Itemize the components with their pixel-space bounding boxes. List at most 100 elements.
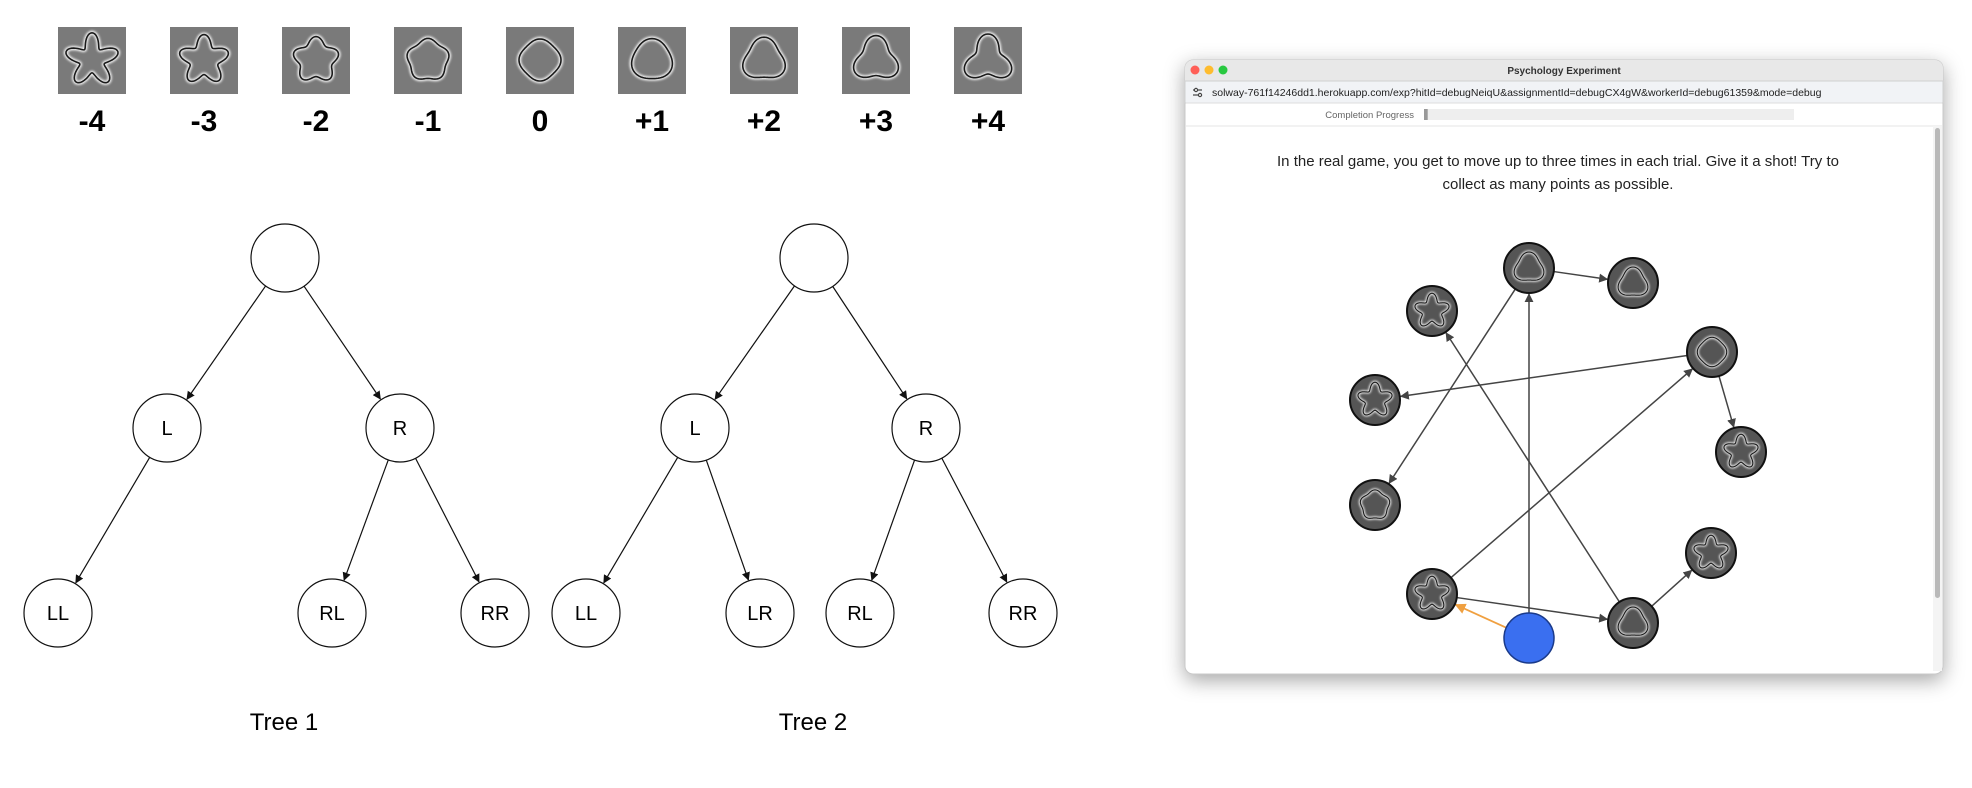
game-edge [1718, 375, 1736, 428]
game-node[interactable] [1685, 527, 1737, 579]
scale-item: +4 [954, 27, 1022, 138]
game-node[interactable] [1607, 597, 1659, 649]
node-shape-icon [1413, 574, 1451, 611]
tree-node-label: R [919, 418, 933, 440]
tree-edge-L-LR [705, 459, 750, 581]
tree-node-RR: RR [988, 578, 1058, 648]
game-node[interactable] [1349, 479, 1401, 531]
tree-node-label: RR [1009, 603, 1038, 625]
game-board [1349, 242, 1767, 664]
node-shape-icon [1358, 488, 1392, 520]
tree-edge-R-RR [941, 457, 1008, 583]
tree-node-label: R [393, 418, 407, 440]
game-edges [1388, 270, 1736, 629]
scale-label: +3 [859, 105, 893, 138]
game-node[interactable] [1406, 285, 1458, 337]
game-edge [1388, 288, 1517, 484]
scale-shape-icon [516, 36, 564, 84]
site-settings-icon[interactable] [1193, 87, 1203, 98]
game-edge [1456, 596, 1609, 623]
url-text[interactable]: solway-761f14246dd1.herokuapp.com/exp?hi… [1212, 87, 1822, 99]
tree-node-LL: LL [551, 578, 621, 648]
tree-node-LL: LL [23, 578, 93, 648]
close-window-button[interactable] [1190, 65, 1200, 75]
game-edge [1399, 354, 1688, 400]
tree-edge-L-LL [75, 456, 151, 584]
progress-label: Completion Progress [1325, 110, 1414, 121]
scale-item: -2 [282, 27, 350, 138]
tree-node-root [250, 223, 320, 293]
scale-label: -2 [303, 105, 330, 138]
tree-node-label: RR [481, 603, 510, 625]
progress-bar-fill [1424, 109, 1428, 120]
scale-label: +2 [747, 105, 781, 138]
game-node[interactable] [1607, 257, 1659, 309]
scale-label: -4 [79, 105, 106, 138]
scale-item: 0 [506, 27, 574, 138]
scale-shape-icon [629, 36, 675, 81]
instructions-text: In the real game, you get to move up to … [1277, 153, 1839, 193]
tree-node-label: L [689, 418, 700, 440]
game-edge [1651, 569, 1693, 607]
tree-edge-R-RR [414, 457, 480, 583]
scrollbar-thumb[interactable] [1935, 128, 1940, 598]
tree-node-L: L [132, 393, 202, 463]
tree-node-R: R [365, 393, 435, 463]
window-title: Psychology Experiment [1507, 66, 1621, 77]
player-node[interactable] [1503, 612, 1555, 664]
browser-window: Psychology Experiment solway-761f14246dd… [1184, 59, 1944, 675]
scale-label: +1 [635, 105, 669, 138]
maximize-window-button[interactable] [1218, 65, 1228, 75]
tree-node-RL: RL [297, 578, 367, 648]
scale-item: -4 [58, 27, 126, 138]
game-node[interactable] [1349, 374, 1401, 426]
shape-tile [58, 27, 126, 94]
game-node[interactable] [1406, 568, 1458, 620]
node-shape-icon [1695, 335, 1729, 369]
node-shape-icon [1616, 605, 1650, 637]
tree-node-L: L [660, 393, 730, 463]
progress-bar-track [1424, 109, 1794, 120]
tree-edge-root-L [714, 285, 795, 401]
scale-item: +1 [618, 27, 686, 138]
highlighted-move-edge [1454, 603, 1507, 629]
game-edge [1445, 332, 1621, 603]
scale-item: -3 [170, 27, 238, 138]
tree-node-label: RL [847, 603, 873, 625]
tree-node-label: L [161, 418, 172, 440]
scale-shape-icon [851, 33, 901, 80]
game-node[interactable] [1715, 426, 1767, 478]
game-node[interactable] [1686, 326, 1738, 378]
node-shape-icon [1413, 291, 1451, 328]
minimize-window-button[interactable] [1204, 65, 1214, 75]
scale-shape-icon [962, 31, 1014, 80]
game-edge [1450, 368, 1694, 579]
tree-node-RR: RR [460, 578, 530, 648]
scale-shape-icon [740, 34, 788, 80]
scale-shape-icon [177, 32, 231, 84]
scale-label: +4 [971, 105, 1006, 138]
tree-node-root [779, 223, 849, 293]
tree-edge-root-R [832, 286, 908, 400]
tree-caption: Tree 1 [250, 709, 318, 736]
node-shape-icon [1616, 265, 1650, 297]
tree-caption: Tree 2 [779, 709, 847, 736]
game-node[interactable] [1503, 242, 1555, 294]
tree-1: L R LL RL RR Tree 1 [23, 223, 530, 736]
tree-node-LR: LR [725, 578, 795, 648]
node-shape-icon [1512, 250, 1546, 282]
scale-shape-icon [63, 30, 121, 85]
tree-edge-R-RL [342, 459, 389, 581]
node-shape-icon [1356, 380, 1394, 417]
tree-node-label: RL [319, 603, 345, 625]
shape-tile [170, 27, 238, 94]
tree-edge-R-RL [870, 459, 916, 581]
scale-item: +2 [730, 27, 798, 138]
tree-edge-root-R [303, 285, 381, 400]
tree-node-label: LL [47, 603, 69, 625]
scale-label: -3 [191, 105, 218, 138]
scale-shape-icon [291, 34, 341, 83]
